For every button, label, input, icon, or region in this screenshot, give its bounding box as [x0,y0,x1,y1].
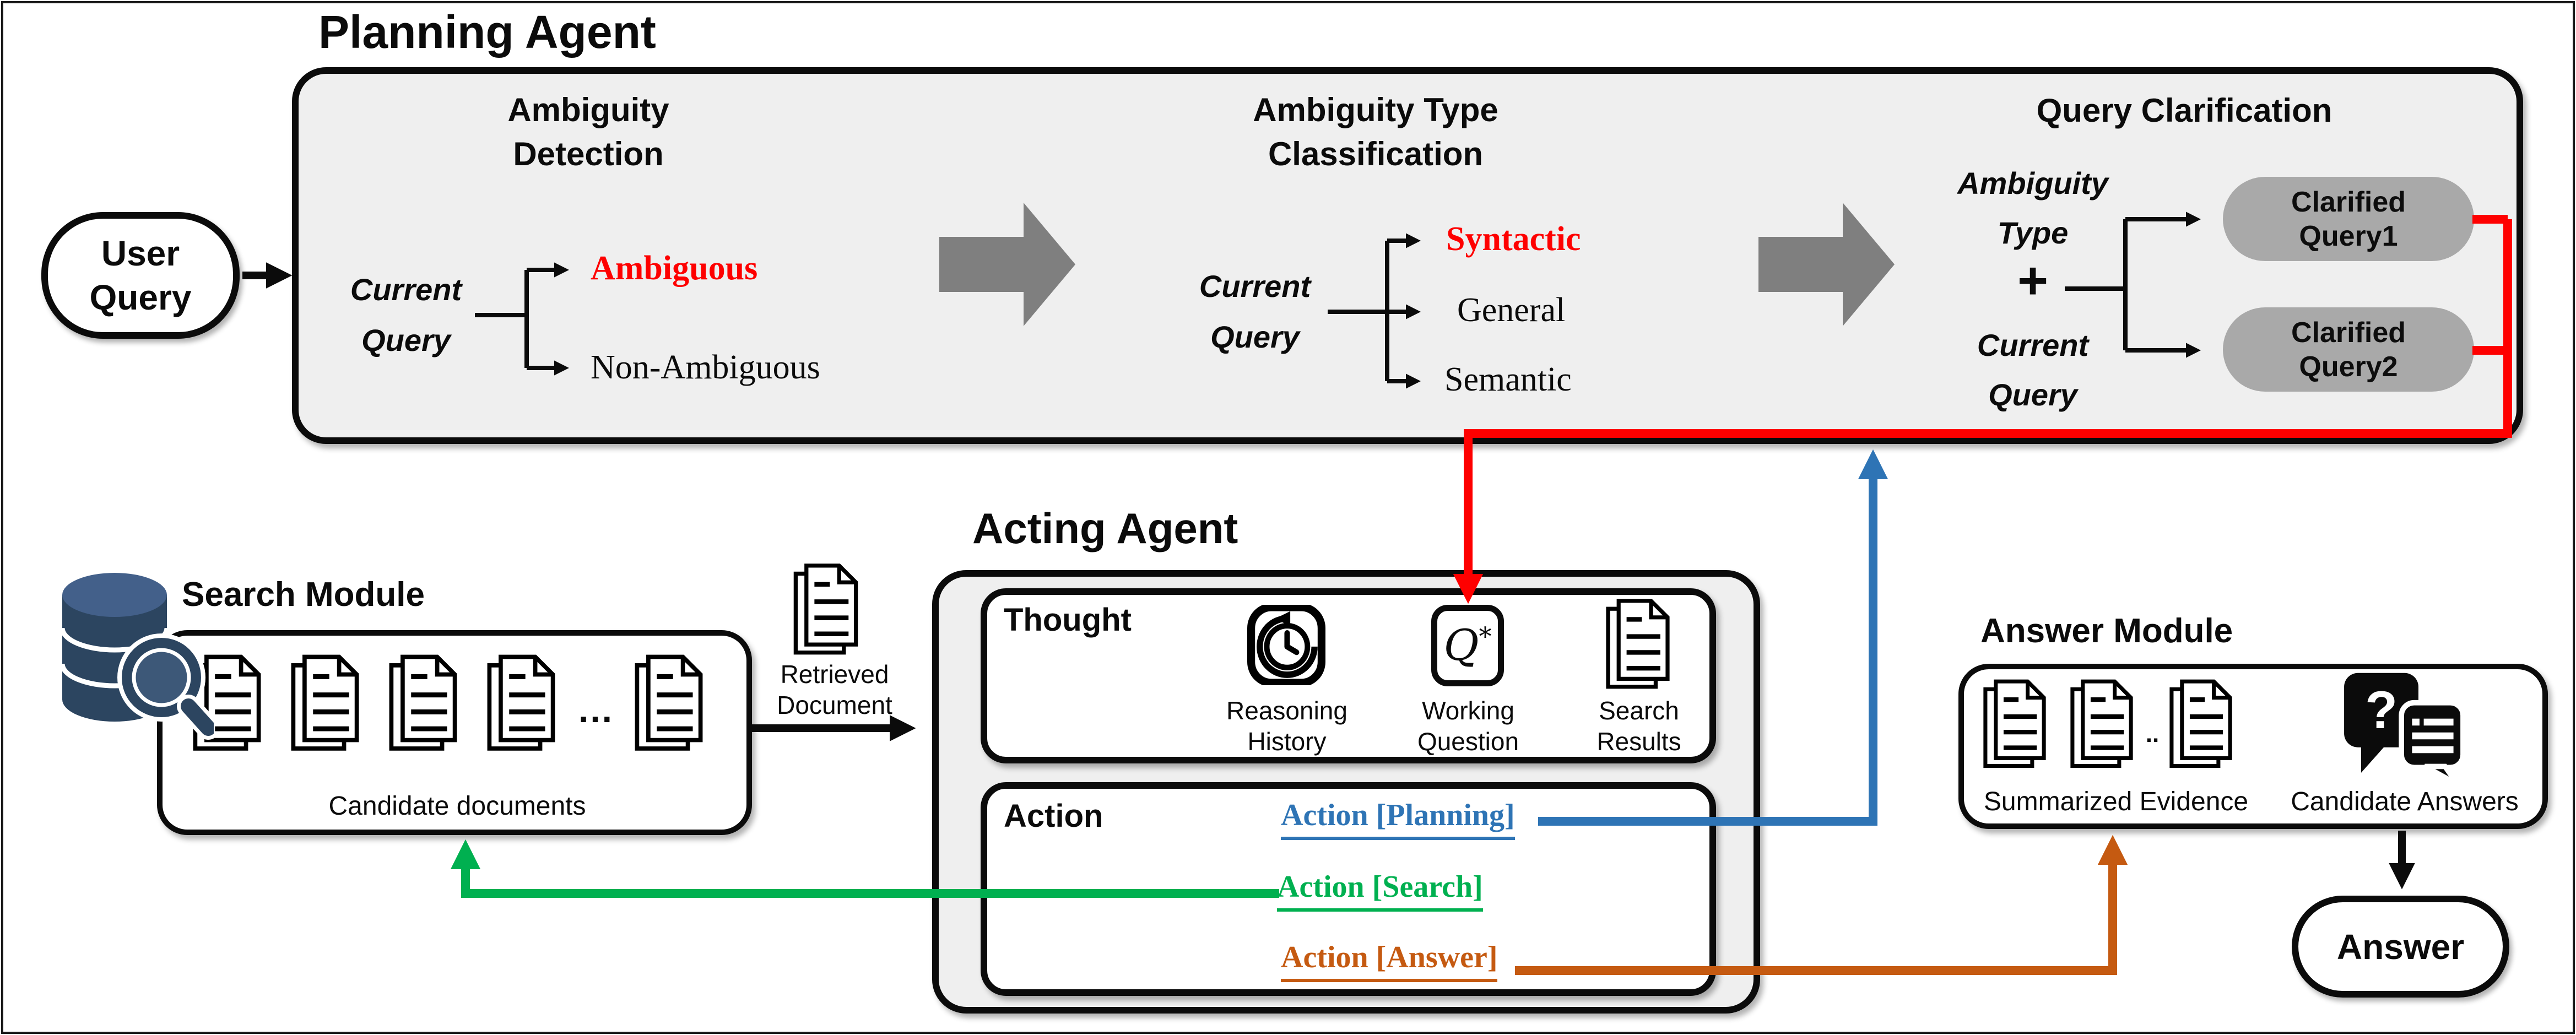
acting-agent-title: Acting Agent [972,504,1238,552]
classification-current-query: Current Query [1199,269,1311,354]
document-icon [2168,678,2233,771]
branch-non-ambiguous: Non-Ambiguous [591,349,820,386]
clarification-current-query: Current Query [1977,328,2089,412]
candidate-documents-label: Candidate documents [328,792,586,821]
document-icon [486,653,556,754]
working-question-icon: Q* [1431,605,1504,686]
candidate-answers-label: Candidate Answers [2291,787,2519,816]
planning-agent-title: Planning Agent [318,6,656,58]
user-query-node: User Query [41,212,240,339]
document-icon [1982,678,2047,771]
plus-sign: + [2017,251,2049,310]
action-label: Action [1004,798,1103,834]
working-question-label: Working Question [1417,696,1519,756]
reasoning-history-label: Reasoning History [1226,696,1347,756]
retrieved-document-icon [792,563,859,657]
document-icon [388,653,458,754]
search-results-label: Search Results [1597,696,1681,756]
answer-module-title: Answer Module [1980,612,2233,650]
search-module-title: Search Module [182,576,425,614]
thought-label: Thought [1004,602,1132,638]
branch-general: General [1457,291,1566,329]
branch-semantic: Semantic [1444,361,1572,398]
question-answer-bubbles-icon [2335,670,2472,787]
detection-current-query: Current Query [350,272,462,357]
documents-ellipsis: ... [578,689,614,730]
document-icon [634,653,704,754]
clarified-query2-box: Clarified Query2 [2223,307,2474,392]
action-answer-link: Action [Answer] [1281,940,1498,982]
evidence-ellipsis: .. [2145,720,2160,747]
clarified-query1-box: Clarified Query1 [2223,177,2474,261]
action-search-link: Action [Search] [1277,869,1483,912]
document-icon [290,653,360,754]
database-search-icon [48,561,214,743]
summarized-evidence-label: Summarized Evidence [1983,787,2249,816]
clarification-ambiguity-type: Ambiguity Type [1957,166,2108,250]
retrieved-document-label: Retrieved Document [777,660,892,719]
branch-ambiguous: Ambiguous [591,250,758,287]
query-clarification-heading: Query Clarification [2036,92,2333,129]
history-clock-icon [1247,605,1325,685]
answer-node: Answer [2292,896,2509,998]
ambiguity-type-classification-heading: Ambiguity Type Classification [1253,91,1498,172]
branch-syntactic: Syntactic [1446,220,1581,258]
document-icon [2069,678,2134,771]
search-results-document-icon [1597,598,1679,691]
ambiguity-detection-heading: Ambiguity Detection [507,91,669,172]
action-planning-link: Action [Planning] [1281,798,1515,840]
